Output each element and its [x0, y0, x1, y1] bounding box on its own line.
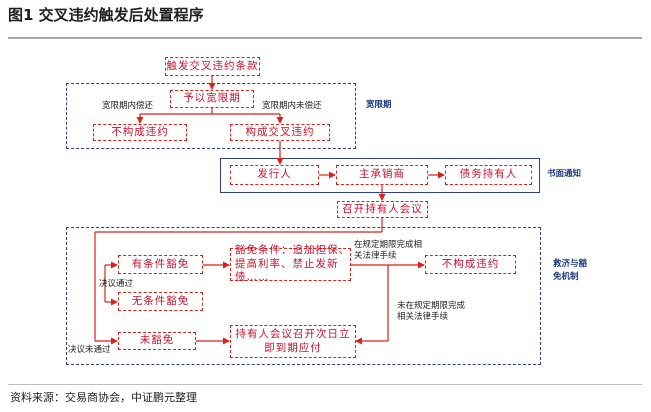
cross-default-box: 构成交叉违约	[230, 124, 330, 141]
trigger-cross-default-box: 触发交叉违约条款	[165, 57, 260, 76]
title-divider	[8, 37, 642, 39]
grant-grace-period-box: 予以宽限期	[170, 90, 254, 108]
source-note: 资料来源：交易商协会，中证鹏元整理	[10, 391, 197, 404]
lead-underwriter-box: 主承销商	[336, 165, 428, 185]
label-completed-in-time: 在规定期限完成相关法律手续	[354, 240, 423, 262]
no-waiver-box: 未豁免	[118, 332, 196, 350]
unconditional-waiver-box: 无条件豁免	[118, 292, 203, 311]
holders-meeting-box: 召开持有人会议	[337, 201, 428, 218]
waiver-terms-box: 豁免条件：追加担保、提高利率、禁止发新债……	[230, 244, 351, 283]
written-notice-zone	[220, 158, 540, 193]
issuer-box: 发行人	[230, 165, 319, 185]
label-resolution-failed: 决议未通过	[68, 345, 111, 355]
figure-title: 图1 交叉违约触发后处置程序	[8, 6, 204, 24]
label-repaid-in-grace: 宽限期内偿还	[102, 101, 154, 111]
conditional-waiver-box: 有条件豁免	[118, 255, 203, 274]
debt-holders-box: 债务持有人	[445, 165, 532, 185]
source-divider	[8, 384, 642, 385]
remedy-waiver-zone	[66, 227, 541, 365]
written-notice-zone-label: 书面通知	[547, 169, 582, 179]
not-default-box-2: 不构成违约	[425, 255, 516, 274]
grace-period-zone-label: 宽限期	[366, 100, 392, 110]
due-immediately-box: 持有人会议召开次日立即到期应付	[230, 325, 356, 358]
not-default-box-1: 不构成违约	[93, 124, 187, 141]
label-not-completed-in-time: 未在规定期限完成相关法律手续	[397, 301, 466, 323]
label-not-repaid-in-grace: 宽限期内未偿还	[262, 101, 322, 111]
remedy-waiver-zone-label: 救济与豁免机制	[553, 259, 588, 282]
label-resolution-passed: 决议通过	[99, 279, 134, 289]
